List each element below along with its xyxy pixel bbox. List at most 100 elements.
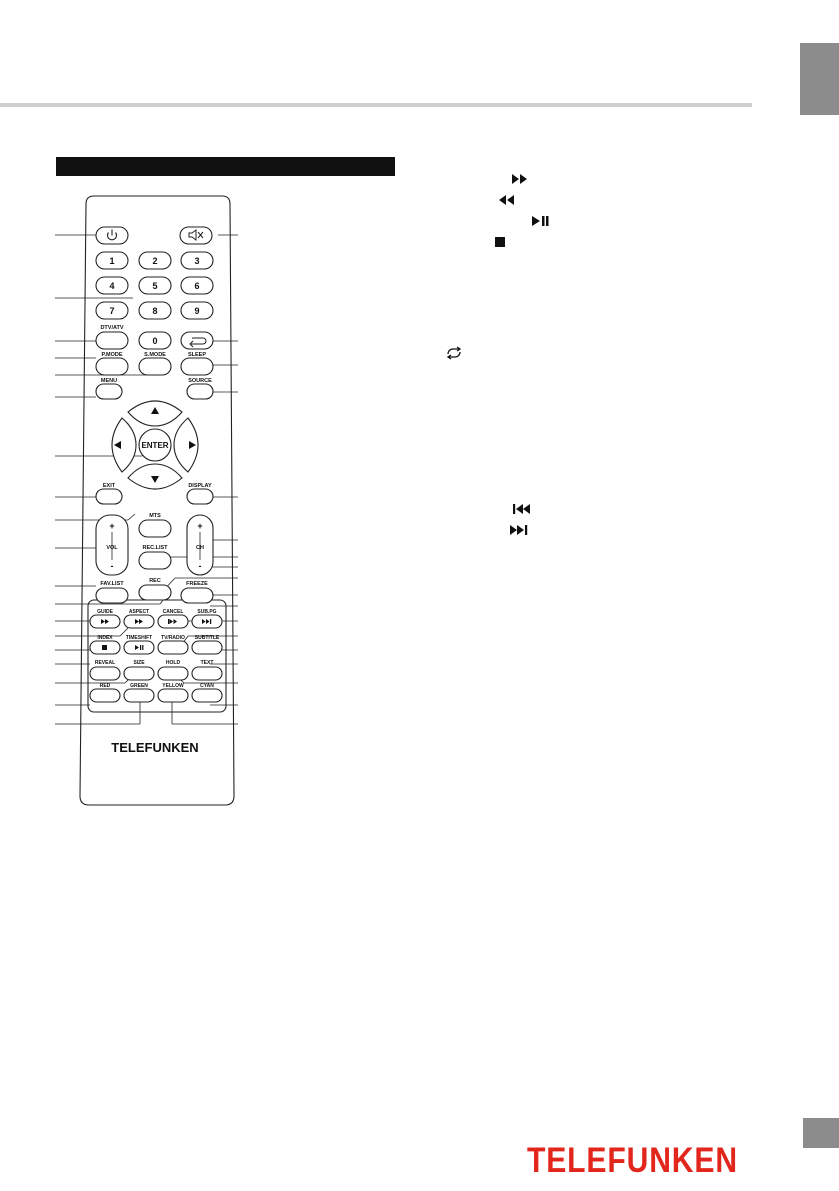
reveal-button[interactable]: [89, 666, 121, 681]
arrow-up-icon: [151, 407, 159, 414]
subtitle-button[interactable]: [191, 640, 223, 655]
nav-left-button[interactable]: [111, 417, 137, 473]
favlist-button[interactable]: [95, 587, 129, 604]
source-button[interactable]: [186, 383, 214, 400]
digit-1-button[interactable]: [95, 251, 129, 270]
display-button[interactable]: [186, 488, 214, 505]
cyan-label: CYAN: [200, 683, 214, 689]
guide-label: GUIDE: [97, 609, 114, 615]
digit-7-label: 7: [109, 306, 114, 316]
arrow-down-icon: [151, 476, 159, 483]
freeze-button[interactable]: [180, 587, 214, 604]
digit-2-label: 2: [152, 256, 157, 266]
subpg-label: SUB.PG: [197, 609, 216, 615]
source-label: SOURCE: [188, 378, 212, 384]
ch-minus-label: -: [199, 561, 202, 571]
digit-8-button[interactable]: [138, 301, 172, 320]
recall-button[interactable]: [180, 331, 214, 350]
section-heading-bar: [56, 157, 395, 176]
text-button[interactable]: [191, 666, 223, 681]
yellow-button[interactable]: [157, 688, 189, 703]
rec-button[interactable]: [138, 584, 172, 601]
page-tab-top: [800, 43, 839, 115]
tvradio-label: TV/RADIO: [161, 635, 185, 641]
digit-8-label: 8: [152, 306, 157, 316]
mts-label: MTS: [149, 513, 161, 519]
digit-5-button[interactable]: [138, 276, 172, 295]
vol-minus-label: -: [111, 561, 114, 571]
exit-button[interactable]: [95, 488, 123, 505]
previous-icon: [168, 619, 177, 624]
cyan-button[interactable]: [191, 688, 223, 703]
smode-label: S.MODE: [144, 352, 166, 358]
size-button[interactable]: [123, 666, 155, 681]
display-label: DISPLAY: [188, 483, 212, 489]
digit-9-label: 9: [194, 306, 199, 316]
pmode-label: P.MODE: [102, 352, 123, 358]
smode-button[interactable]: [138, 357, 172, 376]
digit-3-button[interactable]: [180, 251, 214, 270]
digit-9-button[interactable]: [180, 301, 214, 320]
subtitle-label: SUBTITLE: [195, 635, 220, 641]
ch-plus-label: +: [197, 521, 202, 531]
play-pause-icon: [531, 215, 551, 231]
arrow-left-icon: [114, 441, 121, 449]
timeshift-label: TIMESHIFT: [126, 635, 152, 641]
digit-5-label: 5: [152, 281, 157, 291]
digit-0-label: 0: [152, 336, 157, 346]
digit-0-button[interactable]: [138, 331, 172, 350]
pmode-button[interactable]: [95, 357, 129, 376]
vol-label: VOL: [106, 545, 118, 551]
mts-button[interactable]: [138, 519, 172, 538]
rewind-icon: [101, 619, 109, 624]
vol-plus-label: +: [109, 521, 114, 531]
nav-right-button[interactable]: [173, 417, 199, 473]
header-rule: [0, 103, 752, 107]
play-pause-icon: [135, 645, 144, 650]
ch-label: CH: [196, 545, 204, 551]
mute-icon: [188, 229, 204, 241]
rewind-icon: [498, 194, 516, 210]
favlist-label: FAV.LIST: [100, 581, 124, 587]
dtv-atv-label: DTV/ATV: [100, 325, 123, 331]
digit-1-label: 1: [109, 256, 114, 266]
hold-label: HOLD: [166, 660, 181, 666]
fast-forward-icon: [511, 173, 529, 189]
digit-7-button[interactable]: [95, 301, 129, 320]
digit-2-button[interactable]: [138, 251, 172, 270]
menu-label: MENU: [101, 378, 117, 384]
digit-4-button[interactable]: [95, 276, 129, 295]
enter-label: ENTER: [141, 441, 168, 450]
arrow-right-icon: [189, 441, 196, 449]
digit-4-label: 4: [109, 281, 114, 291]
size-label: SIZE: [133, 660, 145, 666]
recall-icon: [189, 337, 207, 348]
text-label: TEXT: [201, 660, 214, 666]
reclist-button[interactable]: [138, 551, 172, 570]
digit-6-label: 6: [194, 281, 199, 291]
hold-button[interactable]: [157, 666, 189, 681]
brand-logo: TELEFUNKEN: [527, 1141, 738, 1180]
sleep-button[interactable]: [180, 357, 214, 376]
enter-button[interactable]: [138, 428, 172, 462]
previous-icon: [512, 503, 532, 519]
yellow-label: YELLOW: [162, 683, 184, 689]
aspect-label: ASPECT: [129, 609, 149, 615]
sleep-label: SLEEP: [188, 352, 206, 358]
rec-label: REC: [149, 578, 161, 584]
remote-control-diagram: 1 2 3 4 5 6 7 8 9 0 DTV/ATV P.MODE S.MOD…: [55, 195, 238, 806]
dtv-atv-button[interactable]: [95, 331, 129, 350]
green-label: GREEN: [130, 683, 148, 689]
stop-icon: [102, 645, 107, 650]
menu-button[interactable]: [95, 383, 123, 400]
tvradio-button[interactable]: [157, 640, 189, 655]
digit-6-button[interactable]: [180, 276, 214, 295]
stop-icon: [494, 236, 506, 252]
green-button[interactable]: [123, 688, 155, 703]
red-button[interactable]: [89, 688, 121, 703]
digit-3-label: 3: [194, 256, 199, 266]
reclist-label: REC.LIST: [142, 545, 168, 551]
next-icon: [509, 524, 529, 540]
index-label: INDEX: [97, 635, 113, 641]
cancel-label: CANCEL: [163, 609, 184, 615]
